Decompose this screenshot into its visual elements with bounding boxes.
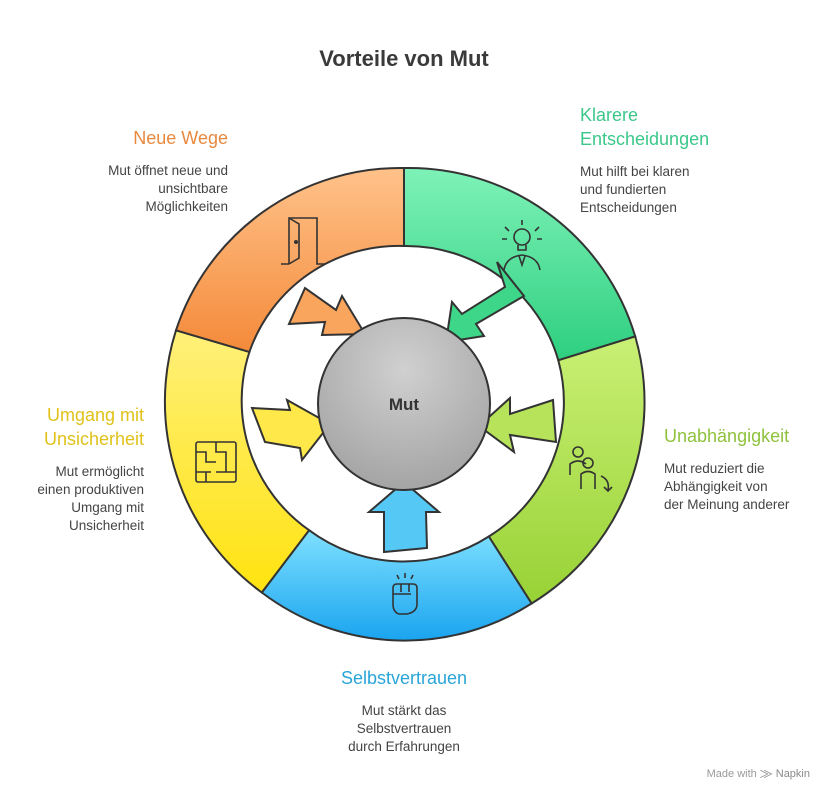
description-line: Mut reduziert die (664, 461, 765, 476)
arrow-neue-wege (287, 286, 367, 337)
footer-brand: Napkin (775, 768, 810, 780)
description-line: Entscheidungen (580, 200, 677, 215)
segment-neue-wege (174, 166, 405, 354)
heading-line: Unsicherheit (43, 429, 144, 449)
description-line: und fundierten (580, 182, 667, 197)
footer-credit[interactable]: Made with ⨠ Napkin (707, 768, 810, 781)
description-line: einen produktiven (37, 482, 144, 497)
lightbulb-person-icon (502, 220, 542, 271)
block-umgang-mit-unsicherheit: Umgang mit Unsicherheit Mut ermöglicht e… (4, 403, 144, 535)
arrow-unsicherheit (250, 397, 332, 463)
segment-umgang-mit-unsicherheit (163, 329, 311, 594)
footer-made-with: Made with (706, 768, 757, 780)
heading-umgang-mit-unsicherheit: Umgang mit Unsicherheit (4, 403, 144, 451)
block-unabhaengigkeit: Unabhängigkeit Mut reduziert die Abhängi… (664, 424, 824, 514)
description-line: Unsicherheit (68, 518, 144, 533)
block-selbstvertrauen: Selbstvertrauen Mut stärkt das Selbstver… (304, 666, 504, 756)
arrow-unabhaengigkeit (477, 395, 558, 455)
heading-klarere-entscheidungen: Klarere Entscheidungen (580, 103, 800, 151)
arrows (250, 261, 558, 554)
heading-unabhaengigkeit: Unabhängigkeit (664, 424, 824, 448)
description-line: Mut stärkt das (361, 703, 447, 718)
heading-line: Klarere (580, 105, 639, 125)
raised-fist-icon (392, 573, 418, 615)
heading-selbstvertrauen: Selbstvertrauen (304, 666, 504, 690)
description-line: Mut hilft bei klaren (580, 164, 690, 179)
block-neue-wege: Neue Wege Mut öffnet neue und unsichtbar… (40, 126, 228, 216)
description-selbstvertrauen: Mut stärkt das Selbstvertrauen durch Erf… (304, 702, 504, 756)
center-hub-label: Mut (389, 395, 420, 414)
door-icon (281, 217, 325, 265)
diagram-title: Vorteile von Mut (319, 46, 489, 71)
segment-unabhaengigkeit (487, 335, 646, 605)
description-umgang-mit-unsicherheit: Mut ermöglicht einen produktiven Umgang … (4, 463, 144, 535)
ring (163, 166, 646, 642)
heading-line: Selbstvertrauen (340, 668, 468, 688)
center-hub (317, 317, 491, 491)
description-line: durch Erfahrungen (348, 739, 460, 754)
description-line: unsichtbare (158, 181, 228, 196)
people-arrow-icon (569, 446, 613, 493)
description-line: Abhängigkeit von (664, 479, 768, 494)
description-neue-wege: Mut öffnet neue und unsichtbare Möglichk… (40, 162, 228, 216)
heading-line: Umgang mit (46, 405, 144, 425)
arrow-selbstvertrauen (366, 480, 442, 554)
description-line: der Meinung anderer (664, 497, 790, 512)
block-klarere-entscheidungen: Klarere Entscheidungen Mut hilft bei kla… (580, 103, 800, 217)
description-line: Möglichkeiten (145, 199, 228, 214)
description-line: Mut öffnet neue und (108, 163, 228, 178)
description-klarere-entscheidungen: Mut hilft bei klaren und fundierten Ents… (580, 163, 800, 217)
segment-klarere-entscheidungen (403, 166, 637, 362)
napkin-logo-icon: ⨠ (759, 768, 773, 780)
description-line: Mut ermöglicht (55, 464, 144, 479)
heading-line: Entscheidungen (580, 129, 710, 149)
description-unabhaengigkeit: Mut reduziert die Abhängigkeit von der M… (664, 460, 824, 514)
description-line: Selbstvertrauen (356, 721, 452, 736)
heading-line: Neue Wege (133, 128, 228, 148)
heading-line: Unabhängigkeit (664, 426, 790, 446)
description-line: Umgang mit (71, 500, 144, 515)
maze-icon (195, 441, 237, 483)
heading-neue-wege: Neue Wege (40, 126, 228, 150)
